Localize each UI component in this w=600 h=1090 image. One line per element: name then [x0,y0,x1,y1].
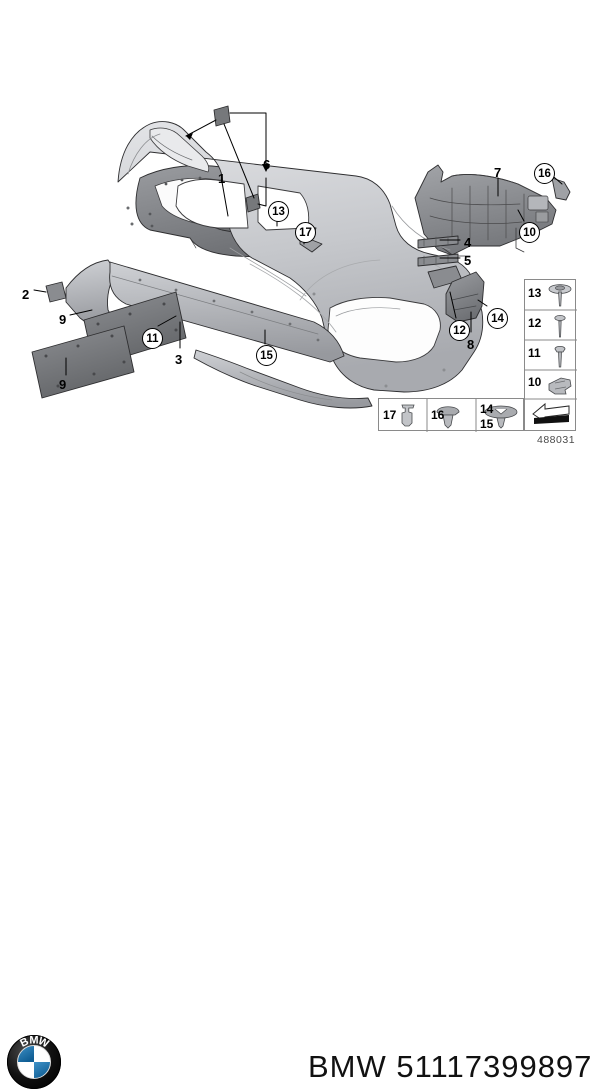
legend-right-icons [525,284,577,424]
callout-13: 13 [268,201,289,222]
diagram-code: 488031 [537,434,576,446]
mushroom-clip-icon [436,406,460,429]
legend-bottom-num-14: 14 [480,402,494,416]
callout-8: 8 [467,337,475,352]
footer-bar: B M W BMW 51117399897 [0,500,600,1089]
legend-right-num-12: 12 [528,316,542,330]
callout-10: 10 [519,222,540,243]
part-clip-6-lower [245,193,261,213]
part-plate-bracket-b [31,325,135,399]
fasteners-legend-bottom: 17 16 14 15 [378,398,524,432]
part-lower-trim-strip [65,259,345,363]
part-front-splitter [193,349,373,409]
callout-14: 14 [487,308,508,329]
expanding-rivet-icon [401,404,415,427]
legend-bottom-num-17: 17 [383,408,397,422]
part-side-cover-8 [445,271,485,323]
callout-3: 3 [175,352,183,367]
short-screw-icon [554,345,566,368]
part-front-bumper-trim [117,121,484,393]
part-small-bracket-2 [45,281,67,303]
direction-arrow-icon [532,402,570,424]
legend-right-num-13: 13 [528,286,542,300]
callout-9a: 9 [59,312,67,327]
callout-12: 12 [449,320,470,341]
callout-17: 17 [295,222,316,243]
callout-5: 5 [464,253,472,268]
legend-bottom-icons [401,399,518,432]
callout-11: 11 [142,328,163,349]
wide-cap-clip-icon [484,405,518,429]
part-clip-6-upper [213,105,231,127]
callout-6: 6 [263,157,271,172]
fasteners-legend-right: 13 12 11 10 [524,279,577,431]
long-screw-icon [554,315,566,338]
flange-screw-icon [548,284,572,307]
legend-right-num-10: 10 [528,375,542,389]
callout-16: 16 [534,163,555,184]
part-rail-5 [417,253,459,267]
legend-bottom-num-16: 16 [431,408,445,422]
part-number-label: BMW 51117399897 [308,1049,593,1084]
legend-right-num-11: 11 [528,346,541,360]
callout-4: 4 [464,235,472,250]
callout-1: 1 [218,171,226,186]
callout-2: 2 [22,287,30,302]
bmw-roundel-logo: B M W [7,1035,61,1089]
callout-15: 15 [256,345,277,366]
legend-bottom-num-15: 15 [480,417,494,431]
part-rail-4 [417,235,459,249]
callout-7: 7 [494,165,502,180]
clip-bracket-icon [548,377,572,395]
callout-9b: 9 [59,377,67,392]
